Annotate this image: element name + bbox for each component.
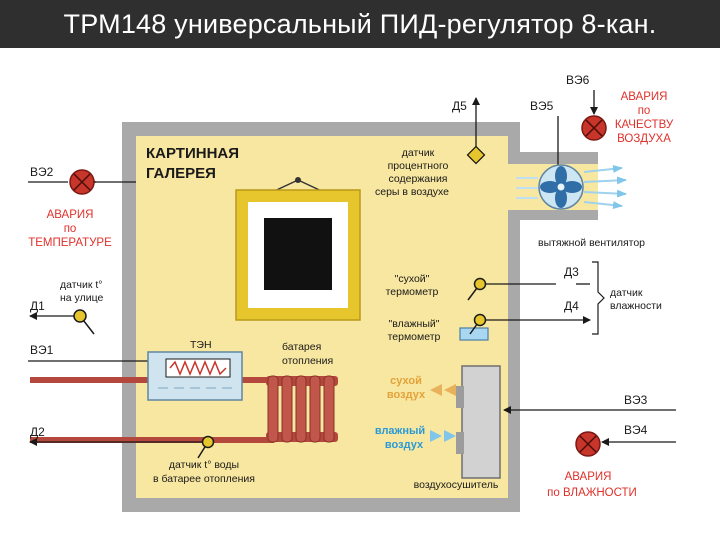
exhaust-fan-label: вытяжной вентилятор	[538, 237, 645, 249]
heater-label: ТЭН	[190, 339, 212, 351]
exhaust-fan-icon	[538, 164, 584, 210]
sulfur-sensor-icon	[466, 145, 486, 165]
temperature-alarm-lamp-icon	[69, 169, 95, 195]
temperature-alarm-line1: АВАРИЯ	[47, 209, 94, 221]
title-bar: ТРМ148 универсальный ПИД-регулятор 8-кан…	[0, 0, 720, 48]
wet-thermometer-label-line1: "влажный"	[389, 318, 440, 330]
outdoor-temperature-sensor-icon	[73, 309, 95, 335]
sensor-d3-label: Д3	[564, 265, 579, 279]
humidity-sensor-bracket	[592, 261, 605, 335]
dry-thermometer-icon	[467, 277, 487, 301]
sulfur-sensor-label-line1: датчик	[402, 147, 435, 159]
wet-thermometer-icon	[459, 313, 489, 341]
room-title-line2: ГАЛЕРЕЯ	[146, 165, 216, 182]
heating-element-icon	[165, 358, 231, 378]
sulfur-sensor-label-line4: серы в воздухе	[375, 186, 449, 198]
humidity-sensor-label-line1: датчик	[610, 287, 643, 299]
wet-air-label-line1: влажный	[375, 425, 425, 437]
output-ve6-label: ВЭ6	[566, 73, 590, 87]
dry-air-label-line2: воздух	[387, 389, 426, 401]
sensor-d1-label: Д1	[30, 299, 45, 313]
air-quality-alarm-lamp-icon	[581, 115, 607, 141]
outdoor-sensor-label-line1: датчик t°	[60, 279, 103, 291]
air-quality-alarm-line2: по	[638, 105, 651, 117]
humidity-alarm-lamp-icon	[575, 431, 601, 457]
sensor-d4-label: Д4	[564, 299, 579, 313]
radiator-icon	[266, 375, 338, 443]
dry-air-label-line1: сухой	[390, 375, 422, 387]
water-sensor-label-line2: в батарее отопления	[153, 473, 255, 485]
dry-thermometer-label-line2: термометр	[386, 286, 439, 298]
outdoor-sensor-label-line2: на улице	[60, 292, 103, 304]
dry-thermometer-label-line1: "сухой"	[395, 273, 430, 285]
air-quality-alarm-line4: ВОЗДУХА	[617, 133, 671, 145]
exhaust-airflow-lines	[516, 164, 627, 210]
wet-air-label-line2: воздух	[385, 439, 424, 451]
water-temperature-sensor-icon	[197, 435, 215, 459]
output-ve2-label: ВЭ2	[30, 165, 54, 179]
sensor-d2-label: Д2	[30, 425, 45, 439]
air-quality-alarm-line3: КАЧЕСТВУ	[615, 119, 674, 131]
control-scheme-diagram: КАРТИННАЯ ГАЛЕРЕЯ ВЭ2 АВАРИЯ по ТЕМПЕРАТ…	[28, 73, 676, 512]
output-ve5-label: ВЭ5	[530, 99, 554, 113]
humidity-alarm-line1: АВАРИЯ	[565, 471, 612, 483]
water-sensor-label-line1: датчик t° воды	[169, 459, 239, 471]
temperature-alarm-line2: по	[64, 223, 77, 235]
humidity-sensor-label-line2: влажности	[610, 300, 662, 312]
sulfur-sensor-label-line3: содержания	[389, 173, 448, 185]
radiator-label-line1: батарея	[282, 341, 321, 353]
wet-thermometer-label-line2: термометр	[388, 331, 441, 343]
output-ve4-label: ВЭ4	[624, 423, 648, 437]
sulfur-sensor-label-line2: процентного	[388, 160, 449, 172]
dehumidifier-label: воздухосушитель	[414, 479, 499, 491]
sensor-d5-label: Д5	[452, 99, 467, 113]
wet-air-arrows	[430, 430, 456, 442]
page-title: ТРМ148 универсальный ПИД-регулятор 8-кан…	[63, 9, 657, 39]
humidity-alarm-line2: по ВЛАЖНОСТИ	[547, 487, 637, 499]
dry-air-arrows	[430, 384, 456, 396]
room-title-line1: КАРТИННАЯ	[146, 145, 239, 162]
air-quality-alarm-line1: АВАРИЯ	[621, 91, 668, 103]
output-ve1-label: ВЭ1	[30, 343, 54, 357]
painting	[235, 177, 361, 321]
output-ve3-label: ВЭ3	[624, 393, 648, 407]
temperature-alarm-line3: ТЕМПЕРАТУРЕ	[28, 237, 112, 249]
dehumidifier-unit	[456, 365, 501, 479]
radiator-label-line2: отопления	[282, 355, 333, 367]
